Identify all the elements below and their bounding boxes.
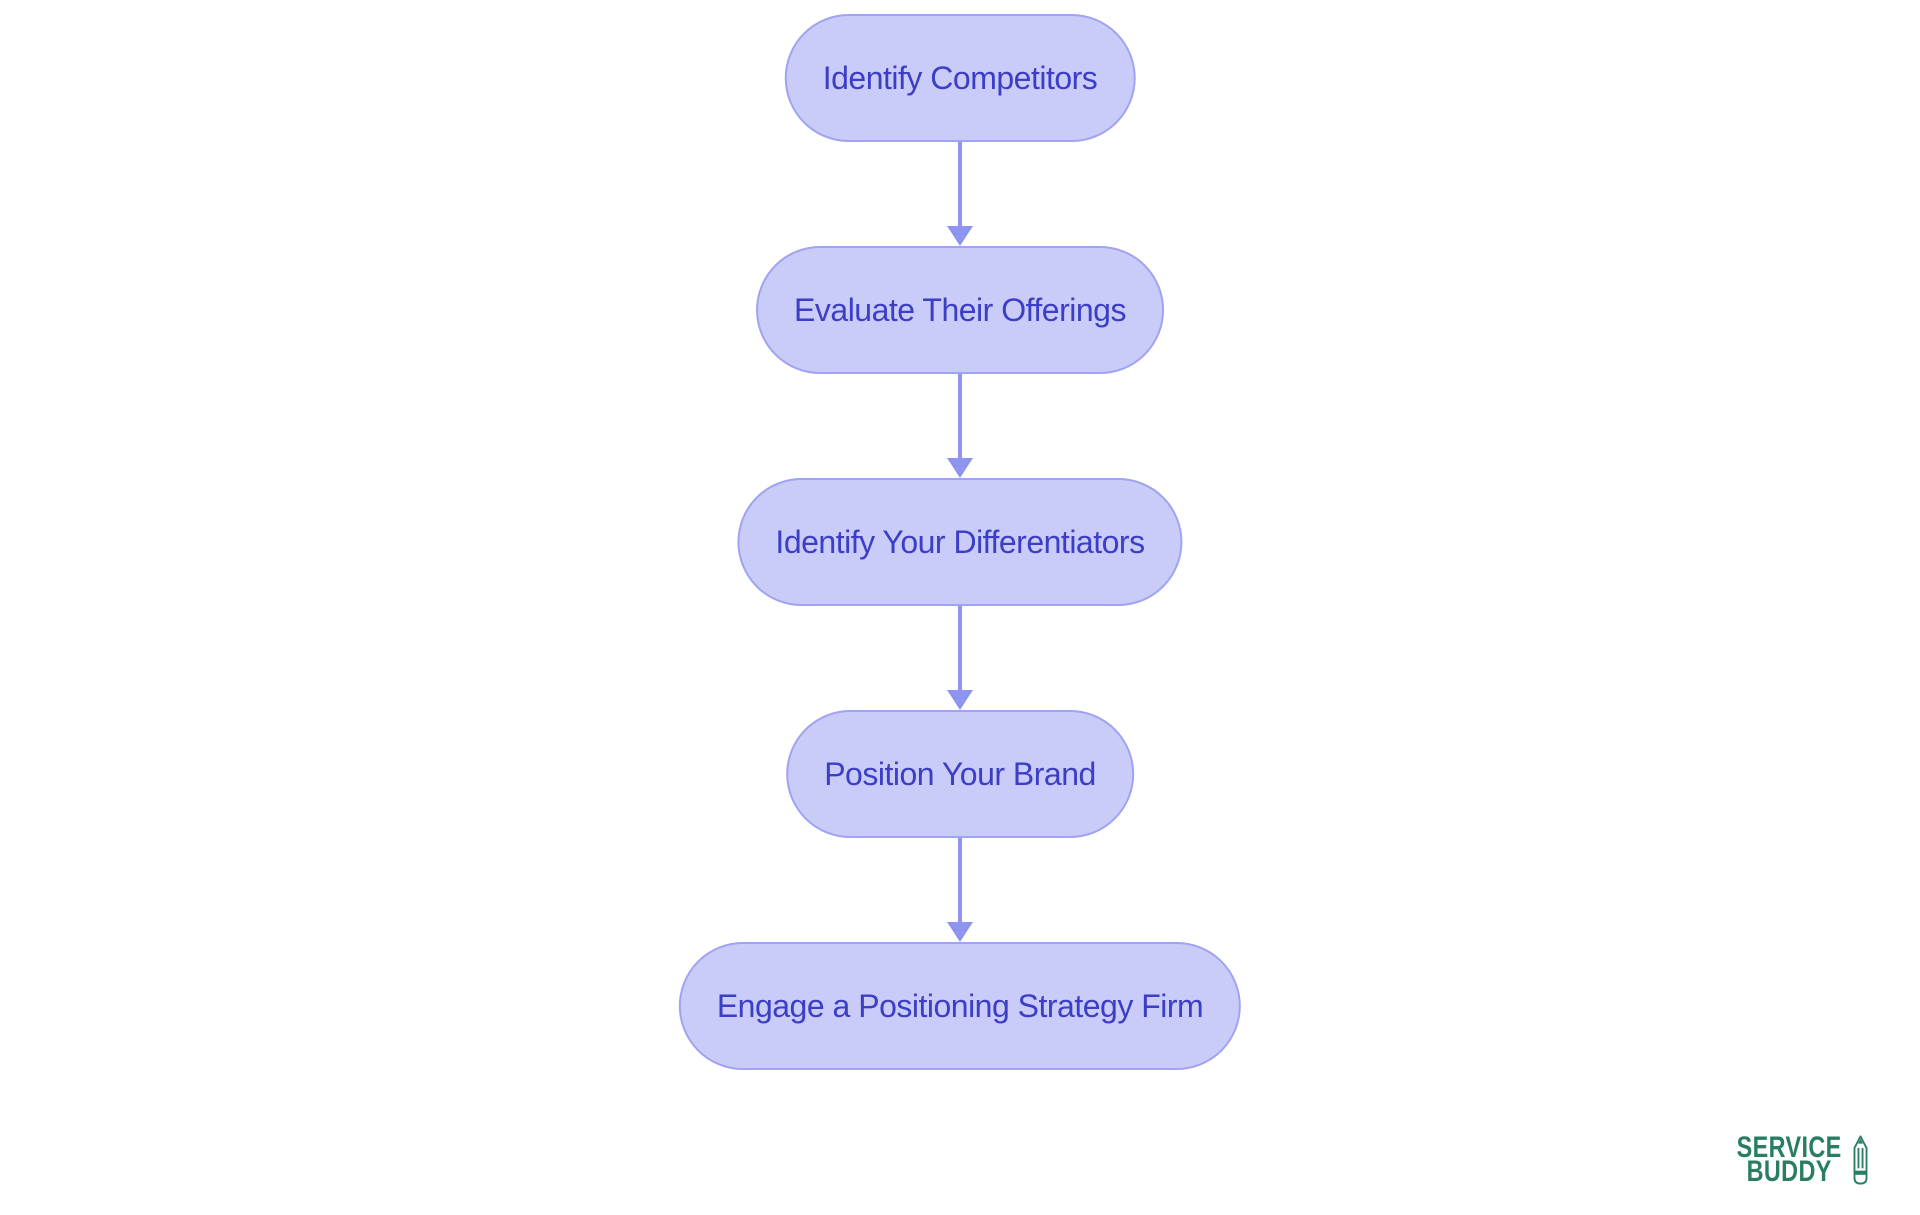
flow-node-label: Identify Your Differentiators [775,523,1145,560]
service-buddy-logo: SERVICE BUDDY [1707,1131,1870,1188]
flow-arrow-4 [947,838,973,942]
flow-node-position-your-brand: Position Your Brand [786,710,1134,838]
flow-node-label: Identify Competitors [822,59,1098,96]
flow-node-evaluate-their-offerings: Evaluate Their Offerings [756,246,1164,374]
flow-node-label: Evaluate Their Offerings [794,291,1126,328]
flow-node-identify-your-differentiators: Identify Your Differentiators [737,478,1183,606]
pencil-icon [1853,1135,1868,1185]
arrow-down-icon [947,226,973,246]
flow-node-identify-competitors: Identify Competitors [784,14,1136,142]
flow-arrow-1 [947,142,973,246]
arrow-line [958,374,962,458]
flow-node-engage-a-positioning-strategy-firm: Engage a Positioning Strategy Firm [678,942,1242,1070]
flow-arrow-2 [947,374,973,478]
flow-arrow-3 [947,606,973,710]
arrow-line [958,606,962,690]
arrow-down-icon [947,690,973,710]
flow-node-label: Position Your Brand [824,755,1096,792]
logo-text: SERVICE BUDDY [1736,1131,1842,1188]
logo-line-service: SERVICE [1736,1131,1842,1164]
arrow-down-icon [947,922,973,942]
arrow-line [958,838,962,922]
arrow-down-icon [947,458,973,478]
logo-line-buddy: BUDDY [1746,1155,1833,1188]
flow-node-label: Engage a Positioning Strategy Firm [716,987,1204,1024]
arrow-line [958,142,962,226]
